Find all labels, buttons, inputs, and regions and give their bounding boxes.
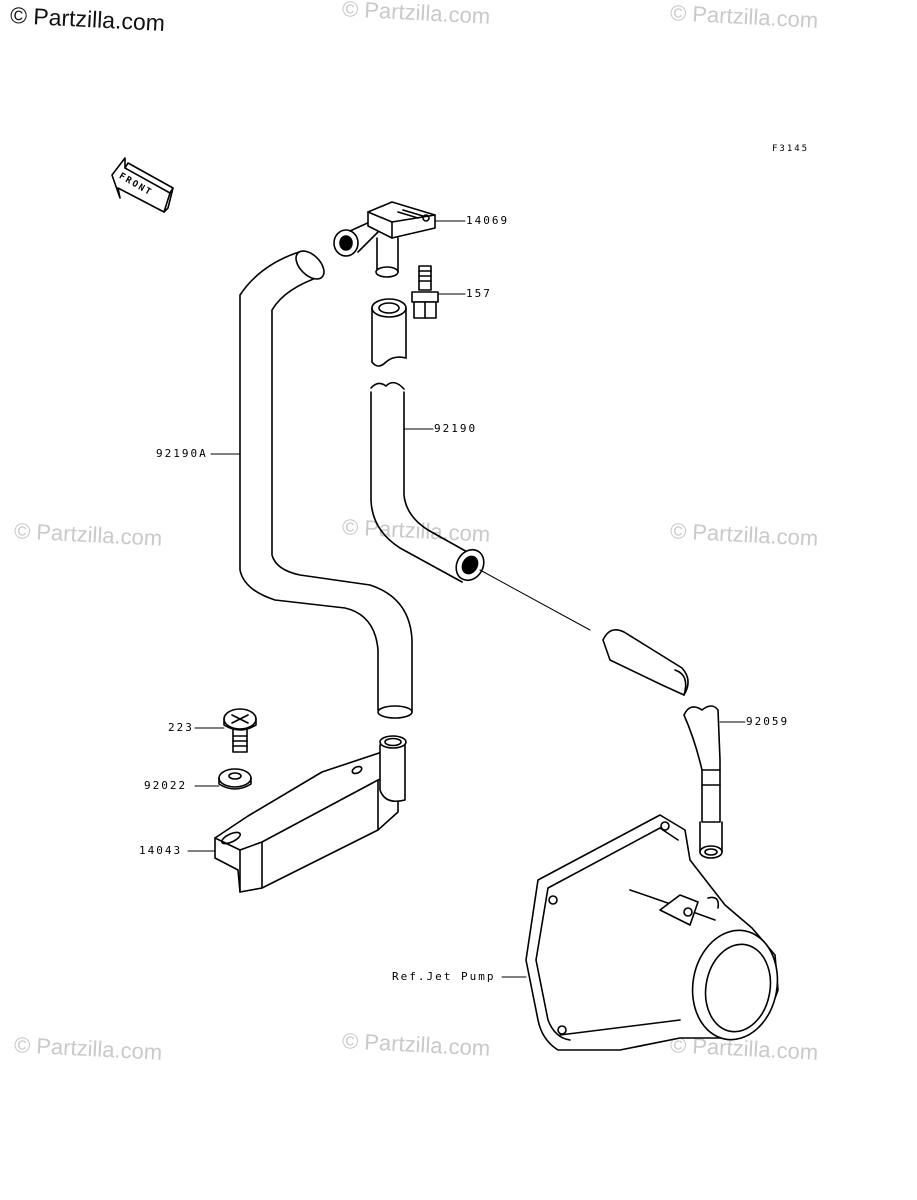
- callout-92190[interactable]: 92190: [434, 422, 478, 435]
- hose-92190: [370, 381, 485, 583]
- washer-92022: [218, 768, 252, 790]
- fitting-157: [411, 265, 439, 319]
- callout-92190A[interactable]: 92190A: [156, 447, 208, 460]
- callout-14043[interactable]: 14043: [139, 844, 183, 857]
- jet-pump: [525, 814, 779, 1051]
- hose-92059: [602, 629, 723, 859]
- screw-223: [223, 708, 257, 753]
- callout-223[interactable]: 223: [168, 721, 194, 734]
- leader-lines: [187, 220, 746, 978]
- front-arrow-icon: [111, 157, 174, 213]
- callout-157[interactable]: 157: [466, 287, 492, 300]
- callout-92022[interactable]: 92022: [144, 779, 188, 792]
- callout-14069[interactable]: 14069: [466, 214, 510, 227]
- figure-code: F3145: [772, 144, 810, 154]
- hose-92190A: [239, 250, 413, 719]
- callout-92059[interactable]: 92059: [746, 715, 790, 728]
- short-hose: [371, 298, 407, 367]
- callout-jet-pump[interactable]: Ref.Jet Pump: [392, 970, 496, 983]
- elbow-fitting-14069: [333, 201, 436, 278]
- bracket-14043: [214, 735, 407, 893]
